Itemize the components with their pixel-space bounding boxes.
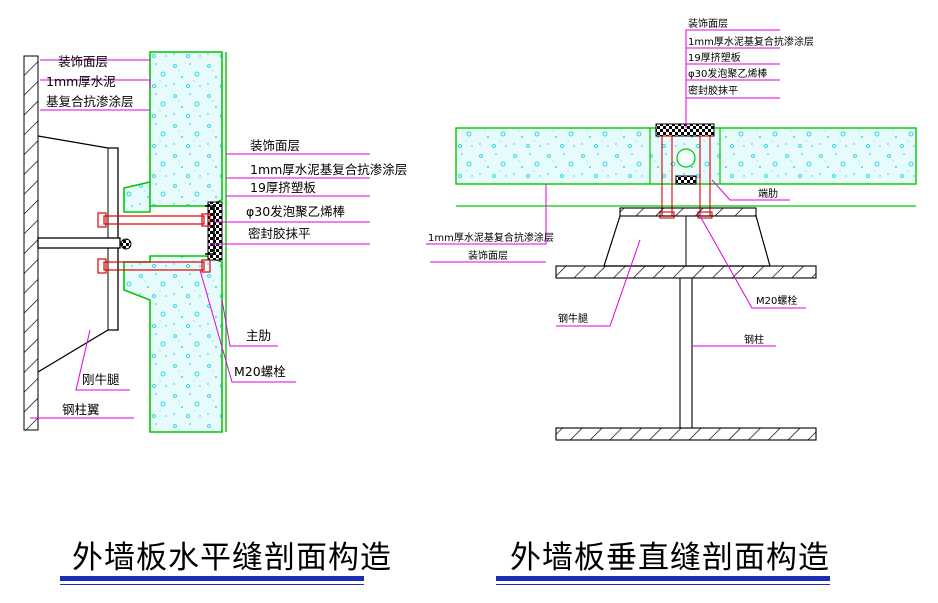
v-label-pe-rod: φ30发泡聚乙烯棒 (688, 67, 767, 80)
bolt-lower (97, 258, 211, 274)
left-caption-underline (60, 576, 364, 581)
horizontal-joint-section: 装饰面层 1mm厚水泥 基复合抗渗涂层 装饰面层 1mm厚水泥基复合抗渗涂层 1… (23, 51, 407, 433)
steel-corbel (37, 135, 119, 373)
label-coating-right: 1mm厚水泥基复合抗渗涂层 (250, 162, 407, 177)
label-steel-corbel: 刚牛腿 (82, 372, 120, 387)
v-label-steel-corbel: 钢牛腿 (558, 312, 588, 325)
upper-panel (123, 51, 223, 213)
label-coating-top-1: 1mm厚水泥 (46, 74, 116, 89)
column-flange-hatch (23, 55, 39, 431)
label-pe-rod: φ30发泡聚乙烯棒 (246, 204, 346, 219)
label-sealant: 密封胶抹平 (248, 226, 311, 241)
vertical-joint-seal (655, 123, 715, 137)
v-label-facing-left: 装饰面层 (468, 249, 508, 262)
label-bolt: M20螺栓 (234, 364, 286, 379)
label-xps-board: 19厚挤塑板 (250, 180, 316, 195)
v-label-coating-top: 1mm厚水泥基复合抗渗涂层 (688, 35, 814, 48)
v-label-bolt: M20螺栓 (756, 294, 797, 307)
right-caption-underline (496, 576, 830, 581)
right-caption: 外墙板垂直缝剖面构造 (510, 540, 830, 576)
label-main-rib: 主肋 (246, 328, 271, 343)
v-label-wall-rib: 端肋 (758, 187, 778, 200)
label-facing-right: 装饰面层 (250, 138, 300, 153)
label-column-flange: 钢柱翼 (62, 402, 100, 417)
column-web (679, 277, 693, 429)
joint-seal (207, 201, 223, 261)
label-facing-top: 装饰面层 (58, 54, 108, 69)
v-label-coating-left: 1mm厚水泥基复合抗渗涂层 (428, 231, 554, 244)
vertical-corbel-body (603, 215, 771, 267)
vertical-pe-rod (676, 148, 696, 168)
column-bottom-flange (555, 427, 817, 441)
v-label-steel-column: 钢柱 (744, 333, 764, 346)
corbel-web (37, 237, 121, 249)
vertical-joint-section: 装饰面层 1mm厚水泥基复合抗渗涂层 19厚挤塑板 φ30发泡聚乙烯棒 密封胶抹… (426, 17, 917, 441)
column-top-flange (555, 265, 817, 279)
v-label-sealant: 密封胶抹平 (688, 84, 738, 97)
pe-rod (120, 238, 132, 250)
v-label-xps-board: 19厚挤塑板 (688, 51, 741, 64)
label-coating-top-2: 基复合抗渗涂层 (46, 94, 134, 109)
lower-panel (123, 255, 223, 433)
vertical-corbel-plate (619, 207, 757, 217)
bolt-upper (97, 212, 211, 228)
v-label-facing-top: 装饰面层 (688, 17, 728, 30)
left-caption: 外墙板水平缝剖面构造 (72, 540, 392, 576)
